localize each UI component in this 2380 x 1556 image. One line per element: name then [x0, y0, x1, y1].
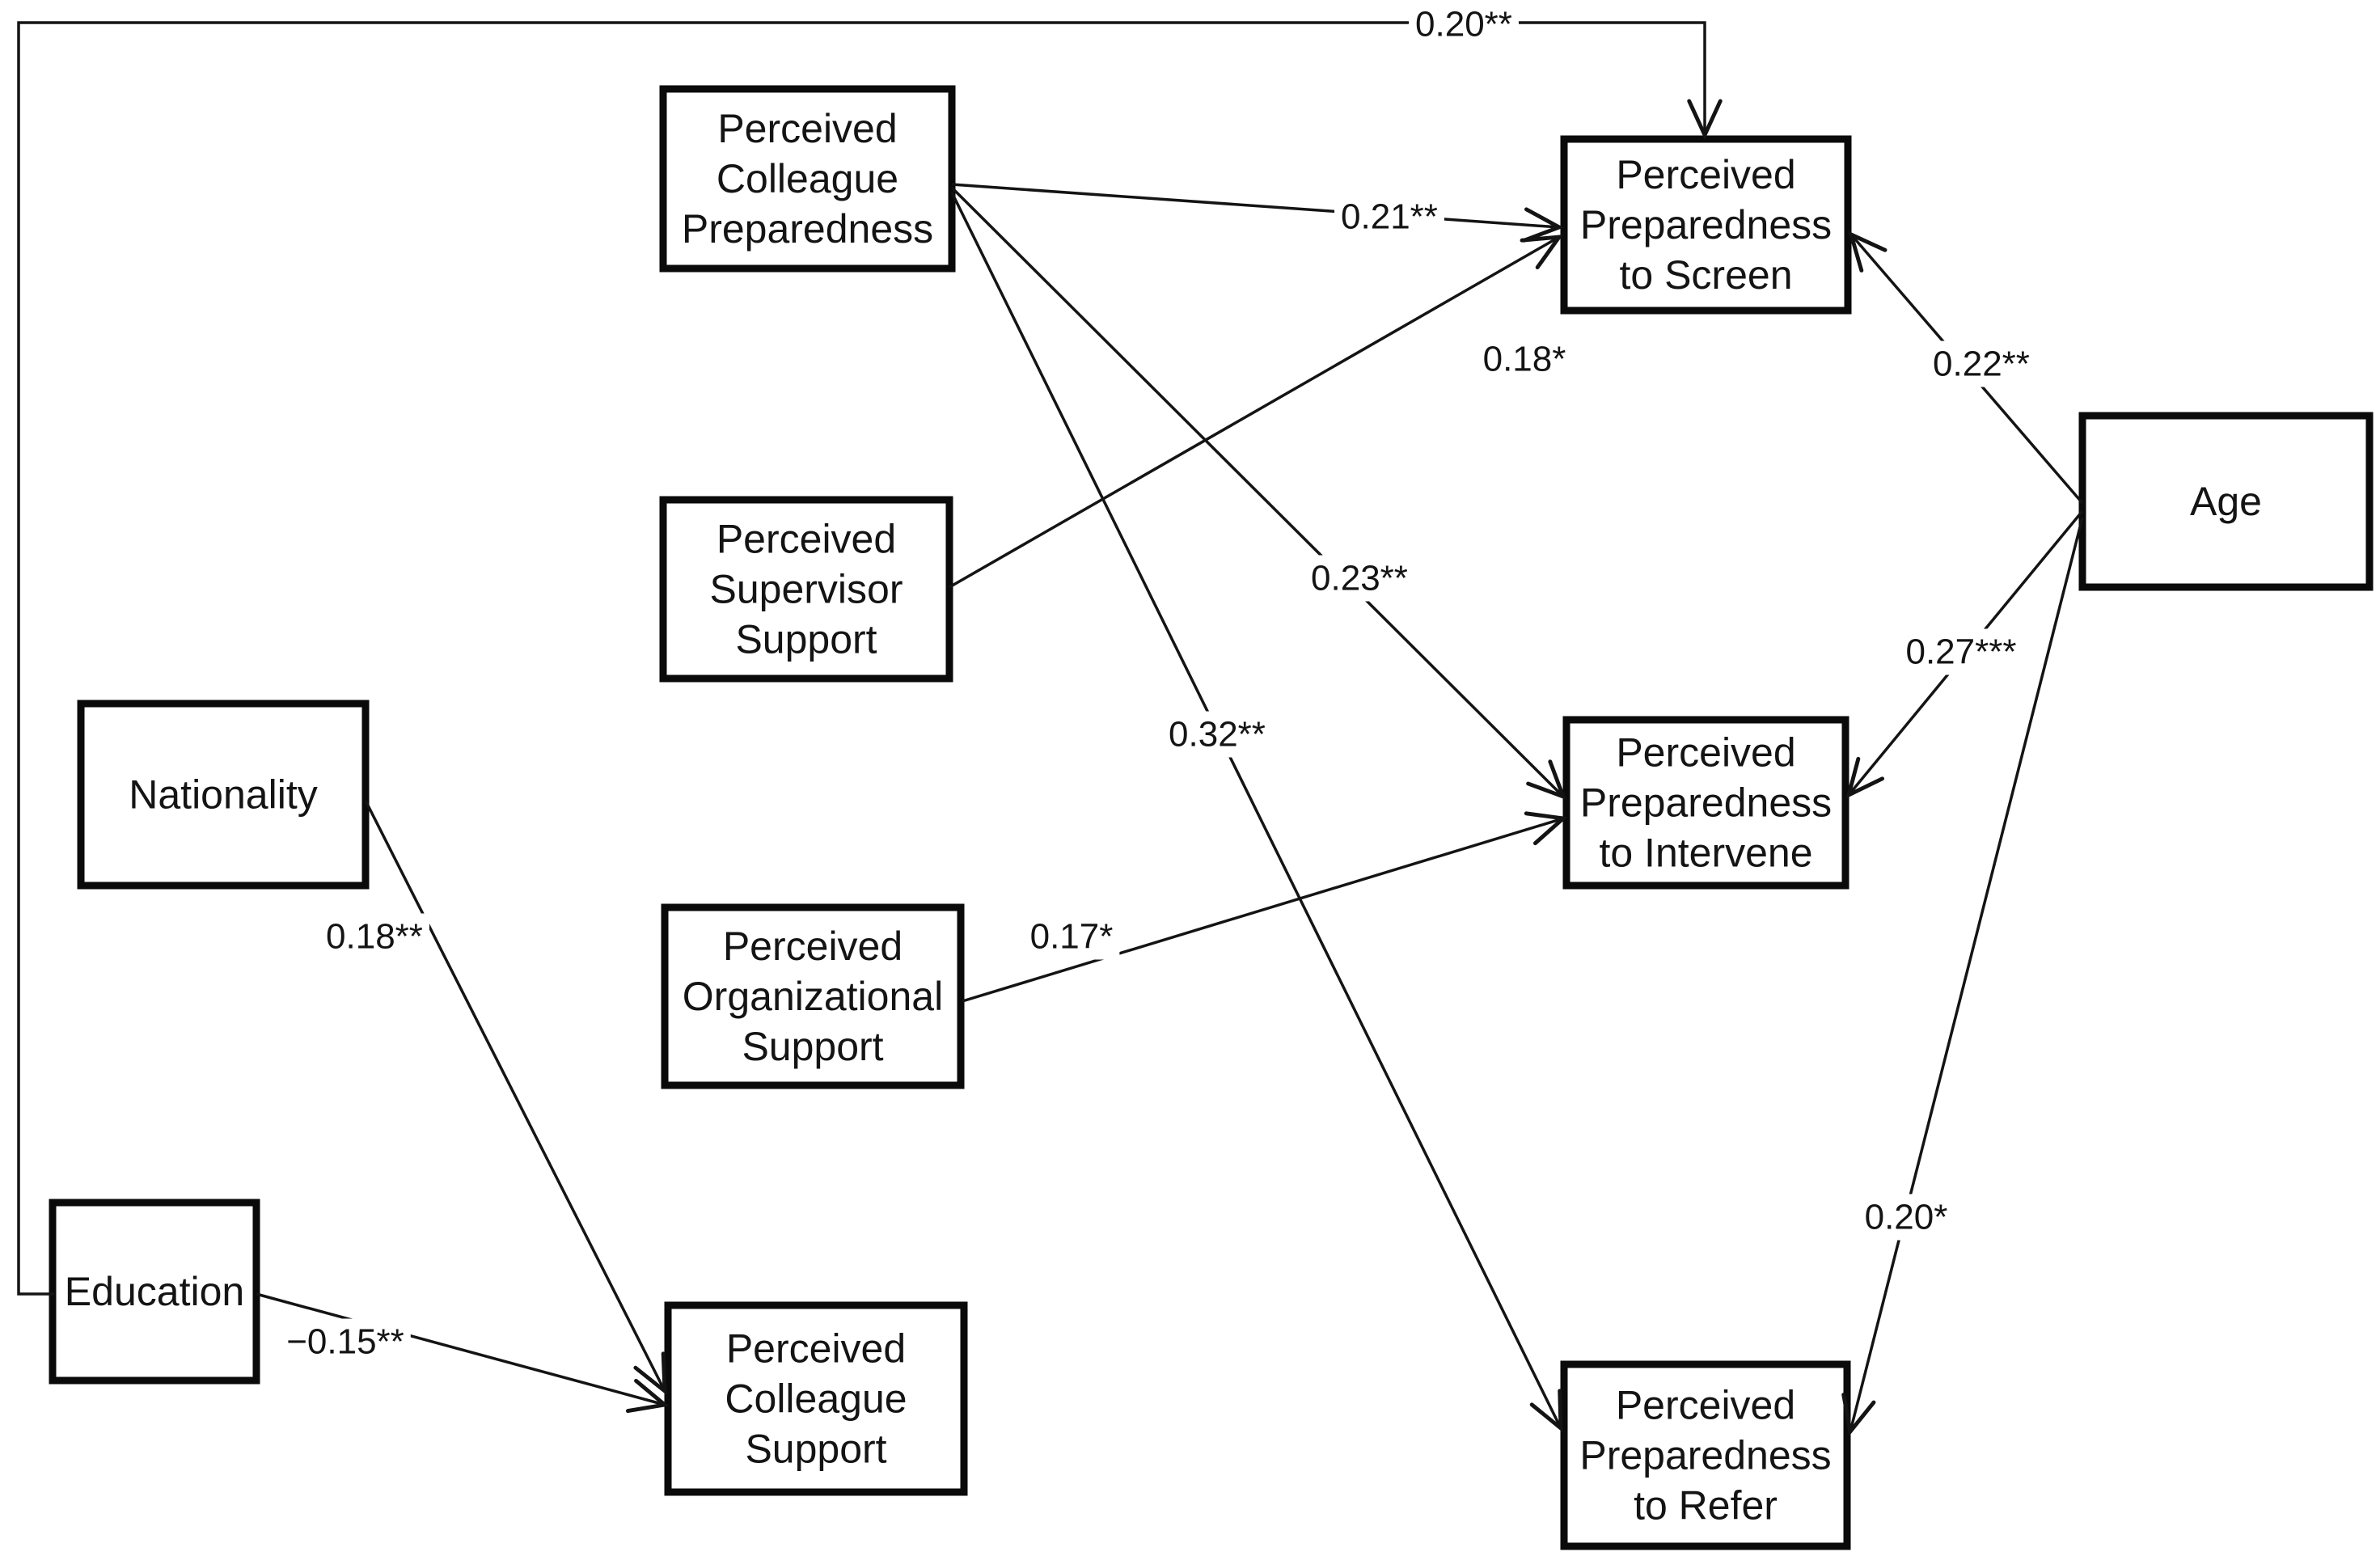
- edge-label-colleague-preparedness-to-refer: 0.32**: [1162, 711, 1272, 758]
- edge-label-bg-age-to-intervene: [1899, 628, 2023, 675]
- edge-label-colleague-preparedness-to-intervene: 0.23**: [1304, 555, 1414, 602]
- edge-label-colleague-preparedness-to-screen: 0.21**: [1334, 193, 1444, 240]
- edge-label-bg-organizational-support-to-intervene: [1023, 913, 1120, 960]
- node-box-nationality: [77, 700, 370, 890]
- edge-label-nationality-to-colleague-support: 0.18**: [319, 913, 429, 960]
- node-label-education: Education: [65, 1269, 244, 1314]
- edge-label-age-to-screen: 0.22**: [1926, 340, 2036, 387]
- edge-label-education-to-screen: 0.20**: [1409, 1, 1519, 48]
- edge-label-text-age-to-refer: 0.20*: [1865, 1198, 1948, 1237]
- edge-colleague-preparedness-to-intervene: [950, 186, 1567, 801]
- edge-label-age-to-intervene: 0.27***: [1899, 628, 2023, 675]
- node-box-perceived-preparedness-to-refer: [1560, 1360, 1851, 1550]
- node-label-nationality: Nationality: [129, 772, 317, 818]
- edge-label-bg-education-to-screen: [1409, 1, 1519, 48]
- node-age: Age: [2078, 412, 2374, 591]
- edge-label-text-colleague-preparedness-to-intervene: 0.23**: [1311, 559, 1408, 598]
- node-box-age: [2078, 412, 2374, 591]
- edge-label-text-age-to-intervene: 0.27***: [1905, 632, 2016, 672]
- edge-nationality-to-colleague-support: [364, 800, 667, 1396]
- edge-label-text-nationality-to-colleague-support: 0.18**: [326, 917, 423, 957]
- edge-label-text-organizational-support-to-intervene: 0.17*: [1030, 917, 1114, 957]
- edge-label-text-colleague-preparedness-to-screen: 0.21**: [1341, 197, 1438, 237]
- edge-label-education-to-colleague-support: −0.15**: [280, 1318, 411, 1365]
- node-box-perceived-organizational-support: [661, 903, 965, 1089]
- edge-label-bg-colleague-preparedness-to-intervene: [1304, 555, 1414, 602]
- node-box-perceived-supervisor-support: [659, 496, 953, 683]
- edge-label-bg-colleague-preparedness-to-refer: [1162, 711, 1272, 758]
- edge-label-age-to-refer: 0.20*: [1858, 1194, 1955, 1241]
- edge-label-bg-nationality-to-colleague-support: [319, 913, 429, 960]
- edge-age-to-refer: [1841, 517, 2084, 1436]
- edge-label-text-education-to-colleague-support: −0.15**: [286, 1322, 404, 1362]
- node-box-perceived-preparedness-to-intervene: [1562, 716, 1849, 890]
- node-label-age: Age: [2190, 479, 2262, 524]
- node-nationality: Nationality: [77, 700, 370, 890]
- node-education: Education: [49, 1199, 260, 1385]
- edge-label-bg-age-to-screen: [1926, 340, 2036, 387]
- edge-label-text-supervisor-support-to-screen: 0.18*: [1483, 340, 1566, 379]
- edge-education-to-screen: [17, 21, 1723, 1296]
- edge-label-bg-colleague-preparedness-to-screen: [1334, 193, 1444, 240]
- edge-label-text-education-to-screen: 0.20**: [1415, 5, 1512, 44]
- edge-label-bg-supervisor-support-to-screen: [1476, 336, 1573, 383]
- edge-colleague-preparedness-to-screen: [951, 183, 1564, 243]
- edge-label-supervisor-support-to-screen: 0.18*: [1476, 336, 1573, 383]
- edge-label-text-age-to-screen: 0.22**: [1933, 345, 2030, 384]
- edge-supervisor-support-to-screen: [949, 235, 1564, 589]
- edge-label-bg-age-to-refer: [1858, 1194, 1955, 1241]
- edge-education-to-colleague-support: [256, 1292, 670, 1414]
- edge-label-bg-education-to-colleague-support: [280, 1318, 411, 1365]
- edge-label-organizational-support-to-intervene: 0.17*: [1023, 913, 1120, 960]
- edge-organizational-support-to-intervene: [962, 811, 1568, 1003]
- node-box-perceived-colleague-support: [664, 1301, 968, 1496]
- edge-colleague-preparedness-to-refer: [950, 192, 1563, 1433]
- node-box-education: [49, 1199, 260, 1385]
- node-box-perceived-colleague-preparedness: [659, 85, 956, 273]
- edge-label-text-colleague-preparedness-to-refer: 0.32**: [1169, 715, 1266, 755]
